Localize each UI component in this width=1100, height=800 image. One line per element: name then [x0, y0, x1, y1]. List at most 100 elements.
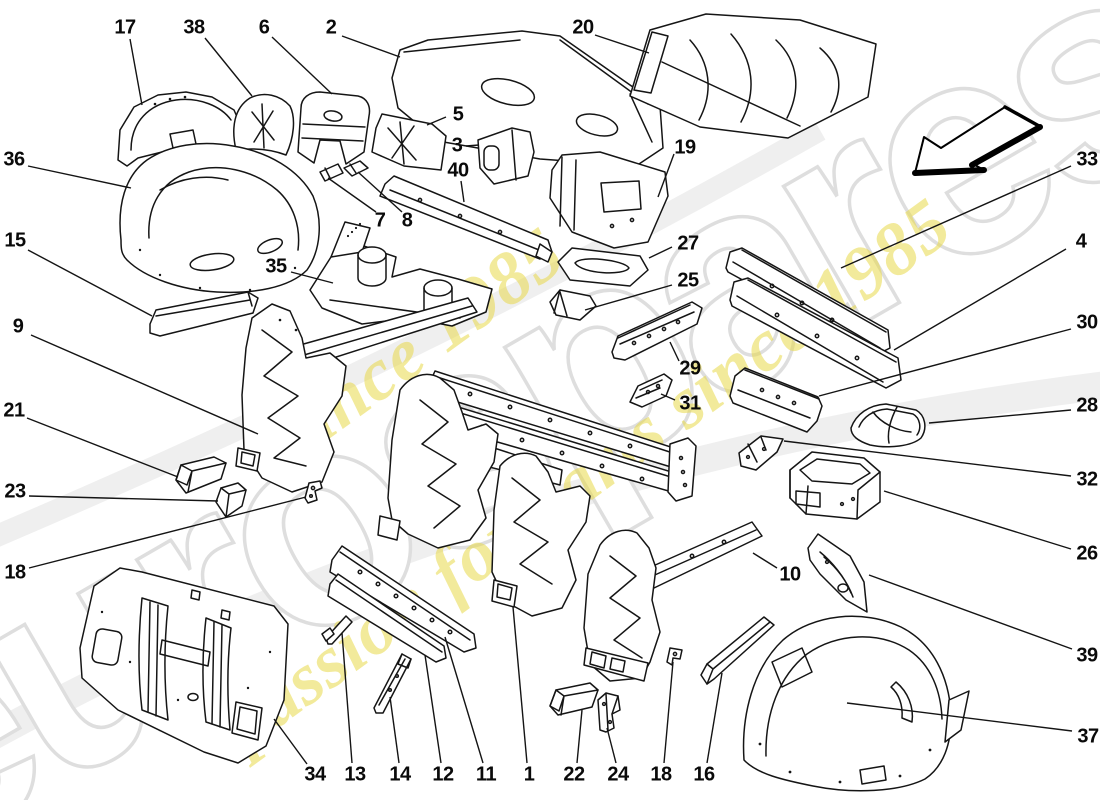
- part-label-30[interactable]: 30: [1076, 311, 1098, 334]
- part-label-2[interactable]: 2: [325, 16, 337, 39]
- part-label-17[interactable]: 17: [114, 16, 136, 39]
- leader-line-8: [357, 171, 403, 213]
- part-label-16[interactable]: 16: [693, 763, 715, 786]
- leader-line-2: [341, 35, 401, 58]
- part-label-33[interactable]: 33: [1076, 148, 1098, 171]
- part-label-37[interactable]: 37: [1077, 725, 1099, 748]
- leader-line-26: [883, 490, 1072, 550]
- part-label-5[interactable]: 5: [452, 103, 464, 126]
- part-27-floor-insert: [557, 247, 649, 287]
- part-label-15[interactable]: 15: [4, 229, 26, 252]
- part-21-box-beam: [175, 456, 227, 494]
- leader-line-29: [669, 341, 680, 362]
- part-3-bracket-plate: [477, 127, 535, 185]
- leader-line-27: [648, 246, 673, 259]
- part-label-1[interactable]: 1: [523, 763, 535, 786]
- part-14-short-beam: [373, 653, 412, 714]
- leader-line-19: [657, 153, 675, 198]
- part-label-18[interactable]: 18: [650, 763, 672, 786]
- part-19-support-panel: [549, 151, 669, 249]
- part-label-27[interactable]: 27: [677, 232, 699, 255]
- part-label-24[interactable]: 24: [607, 763, 629, 786]
- leader-line-5: [426, 116, 447, 126]
- part-31-bracket: [629, 373, 673, 408]
- part-label-35[interactable]: 35: [265, 255, 287, 278]
- leader-line-15: [27, 249, 153, 317]
- leader-line-28: [928, 409, 1072, 424]
- part-label-19[interactable]: 19: [674, 136, 696, 159]
- part-11-perforated-crossmember: [329, 545, 477, 653]
- part-label-28[interactable]: 28: [1076, 394, 1098, 417]
- leader-line-39: [868, 574, 1073, 650]
- leader-line-10: [752, 552, 778, 569]
- part-25-corner-bracket: [549, 289, 597, 321]
- part-15-sill-beam: [149, 291, 259, 337]
- part-label-31[interactable]: 31: [679, 392, 701, 415]
- part-label-34[interactable]: 34: [304, 763, 326, 786]
- part-29-perforated-beam: [611, 301, 703, 361]
- part-label-11[interactable]: 11: [475, 763, 497, 786]
- leader-line-4: [893, 248, 1067, 351]
- leader-line-32: [783, 440, 1072, 477]
- part-28-curved-panel: [850, 403, 926, 448]
- leader-line-20: [594, 34, 650, 54]
- leader-line-7: [327, 177, 377, 213]
- part-label-36[interactable]: 36: [3, 148, 25, 171]
- leader-line-36: [27, 165, 132, 189]
- leader-line-17: [129, 38, 143, 106]
- part-7-small-plate: [319, 163, 344, 182]
- leader-line-9: [30, 334, 259, 435]
- leader-line-22: [576, 709, 583, 764]
- part-26-open-box-section: [789, 451, 881, 520]
- part-36-wheelhouse-complete: [119, 142, 320, 294]
- part-label-10[interactable]: 10: [779, 563, 801, 586]
- part-label-3[interactable]: 3: [451, 134, 463, 157]
- part-label-21[interactable]: 21: [3, 399, 25, 422]
- part-5-ribbed-panel: [371, 113, 447, 171]
- leader-line-12: [424, 654, 442, 764]
- part-label-23[interactable]: 23: [4, 480, 26, 503]
- part-label-22[interactable]: 22: [563, 763, 585, 786]
- leader-line-35: [290, 271, 334, 284]
- part-label-12[interactable]: 12: [432, 763, 454, 786]
- part-18-angle-bracket-right: [666, 647, 683, 666]
- part-label-18[interactable]: 18: [4, 561, 26, 584]
- part-34-rear-bulkhead-panel: [79, 567, 289, 764]
- part-18-angle-bracket-left: [304, 480, 323, 504]
- leader-line-30: [818, 328, 1072, 397]
- part-22-box-beam: [549, 682, 599, 716]
- part-label-8[interactable]: 8: [401, 209, 413, 232]
- part-12-channel-crossmember: [327, 573, 447, 663]
- part-1-rear-quarter-structure-right: [583, 521, 763, 682]
- leader-line-18: [28, 496, 307, 569]
- part-label-20[interactable]: 20: [572, 16, 594, 39]
- part-8-small-plate: [343, 160, 369, 177]
- leader-line-14: [389, 696, 400, 764]
- leader-line-24: [606, 727, 617, 764]
- part-label-29[interactable]: 29: [679, 357, 701, 380]
- part-label-14[interactable]: 14: [389, 763, 411, 786]
- part-label-32[interactable]: 32: [1076, 468, 1098, 491]
- leader-line-40: [460, 180, 465, 203]
- part-9-rear-pillar-structure-left: [235, 297, 478, 493]
- part-32-wedge-bracket: [738, 435, 784, 471]
- part-label-39[interactable]: 39: [1076, 644, 1098, 667]
- part-label-38[interactable]: 38: [183, 16, 205, 39]
- part-4-outer-side-rail: [729, 277, 902, 389]
- part-label-25[interactable]: 25: [677, 269, 699, 292]
- leader-line-34: [273, 718, 308, 765]
- part-label-9[interactable]: 9: [12, 315, 24, 338]
- part-label-6[interactable]: 6: [258, 16, 270, 39]
- part-label-13[interactable]: 13: [344, 763, 366, 786]
- part-label-7[interactable]: 7: [374, 209, 386, 232]
- part-label-26[interactable]: 26: [1076, 542, 1098, 565]
- part-24-folded-bracket: [597, 692, 621, 733]
- part-40-cross-rail: [379, 175, 553, 263]
- part-label-40[interactable]: 40: [447, 159, 469, 182]
- leader-line-38: [204, 37, 253, 97]
- part-label-4[interactable]: 4: [1075, 230, 1087, 253]
- part-6-bulkhead-panel: [297, 91, 371, 165]
